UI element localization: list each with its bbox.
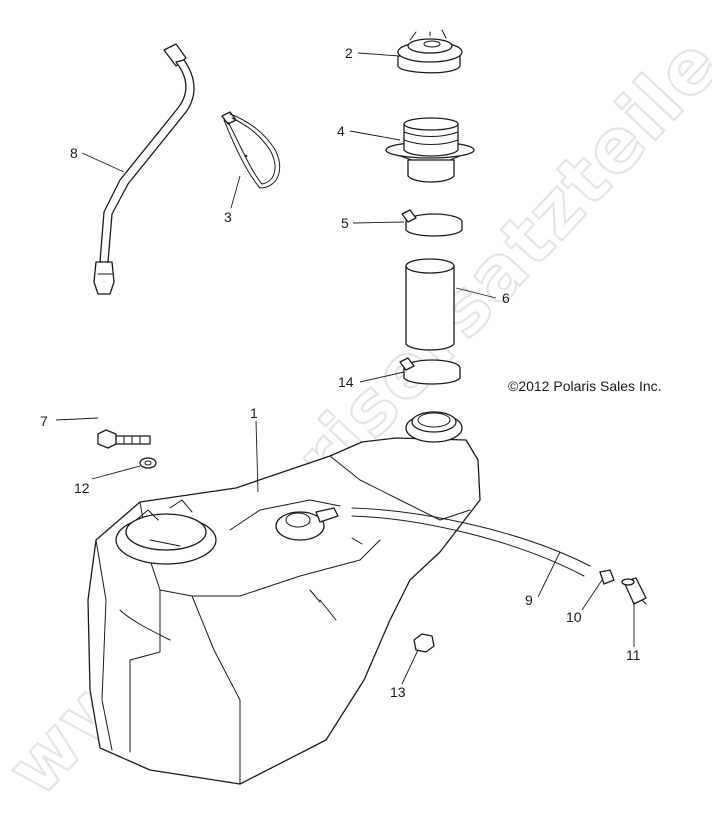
callout-3: 3 <box>224 209 232 225</box>
callout-labels: 2 4 3 5 6 14 7 8 1 12 9 10 11 13 <box>40 45 641 700</box>
part-9-vent-tube[interactable] <box>351 507 591 577</box>
copyright-notice: ©2012 Polaris Sales Inc. <box>508 378 662 394</box>
part-2-fuel-cap[interactable] <box>397 29 463 74</box>
callout-9: 9 <box>525 592 533 608</box>
callout-8: 8 <box>70 145 78 161</box>
part-8-vent-hose[interactable] <box>93 43 195 295</box>
part-3-strap[interactable] <box>221 111 281 189</box>
callout-2: 2 <box>345 45 353 61</box>
part-10-cap[interactable] <box>599 569 615 585</box>
part-5-hose-clamp[interactable] <box>401 209 463 237</box>
part-6-filler-hose[interactable] <box>405 258 455 351</box>
callout-7: 7 <box>40 413 48 429</box>
callout-14: 14 <box>338 374 354 390</box>
callout-1: 1 <box>250 405 258 421</box>
part-4-filler-neck[interactable] <box>385 117 475 183</box>
callout-10: 10 <box>566 609 582 625</box>
callout-12: 12 <box>74 480 90 496</box>
callout-4: 4 <box>337 123 345 139</box>
part-1-fuel-tank[interactable] <box>87 411 481 785</box>
callout-13: 13 <box>390 684 406 700</box>
callout-11: 11 <box>626 647 641 663</box>
part-11-valve[interactable] <box>621 577 647 605</box>
part-7-bolt[interactable] <box>97 429 151 449</box>
callout-5: 5 <box>341 215 349 231</box>
leader-lines <box>55 52 635 685</box>
part-13-nut[interactable] <box>413 633 435 653</box>
callout-6: 6 <box>502 290 510 306</box>
part-12-washer[interactable] <box>139 457 157 469</box>
part-14-hose-clamp[interactable] <box>399 357 461 385</box>
